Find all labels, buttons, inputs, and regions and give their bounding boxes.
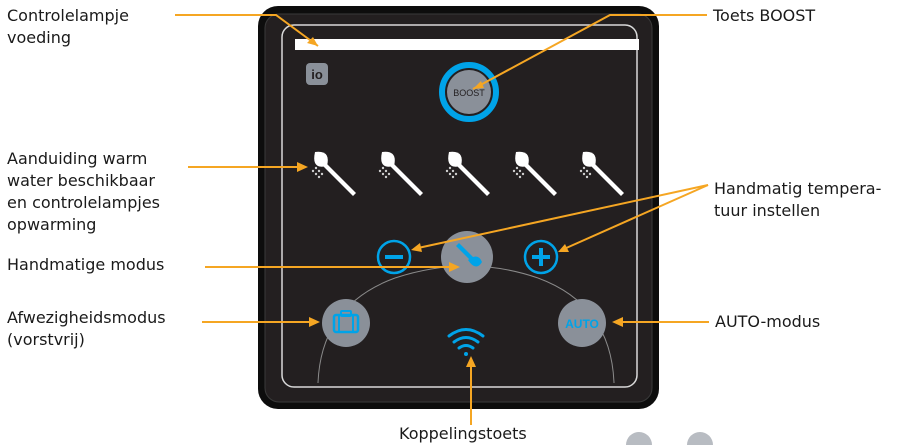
label-line: Controlelampje [7, 6, 129, 25]
leader-boost [472, 14, 707, 90]
minus-button[interactable] [376, 239, 412, 275]
leader-plus [563, 184, 709, 250]
leader-minus [417, 184, 709, 249]
label-line: opwarming [7, 215, 97, 234]
label-line: Aanduiding warm [7, 149, 148, 168]
label-manual-mode: Handmatige modus [7, 255, 165, 274]
decor-circle [626, 432, 652, 445]
shower-head-icon [445, 151, 490, 196]
manual-mode-button[interactable] [441, 231, 493, 283]
auto-button-label: AUTO [565, 317, 599, 331]
leader-lines [175, 14, 709, 425]
suitcase-icon [332, 310, 360, 334]
wifi-icon [447, 328, 485, 356]
label-boost-key: Toets BOOST [713, 6, 816, 25]
plus-icon [532, 248, 550, 266]
label-line: tuur instellen [714, 201, 821, 220]
shower-indicators [311, 151, 624, 196]
io-logo-text: io [311, 67, 323, 82]
label-pairing-key: Koppelingstoets [399, 424, 527, 443]
shower-head-icon [512, 151, 557, 196]
label-manual-temp: Handmatig tempera- tuur instellen [714, 178, 881, 222]
label-line: Afwezigheidsmodus [7, 308, 166, 327]
label-line: water beschikbaar [7, 171, 155, 190]
label-hot-water: Aanduiding warm water beschikbaar en con… [7, 148, 160, 236]
shower-icon [456, 243, 482, 267]
label-line: en controlelampjes [7, 193, 160, 212]
label-power-indicator: Controlelampje voeding [7, 5, 129, 49]
label-auto-mode: AUTO-modus [715, 312, 821, 331]
io-logo: io [306, 63, 328, 85]
pairing-button[interactable] [447, 328, 485, 357]
auto-mode-button[interactable]: AUTO [558, 299, 606, 347]
shower-head-icon [579, 151, 624, 196]
shower-head-icon [378, 151, 423, 196]
decor-circle [687, 432, 713, 445]
plus-button[interactable] [523, 239, 559, 275]
leader-power-indicator [175, 14, 319, 47]
label-line: Handmatig tempera- [714, 179, 882, 198]
power-indicator-bar [295, 39, 639, 50]
shower-head-icon [311, 151, 356, 196]
label-absence-mode: Afwezigheidsmodus (vorstvrij) [7, 307, 166, 351]
boost-button-label: BOOST [453, 88, 485, 98]
minus-icon [385, 255, 403, 259]
label-line: voeding [7, 28, 71, 47]
label-line: (vorstvrij) [7, 330, 85, 349]
boost-button[interactable]: BOOST [439, 62, 499, 122]
absence-mode-button[interactable] [322, 299, 370, 347]
panel-frame [281, 24, 638, 388]
